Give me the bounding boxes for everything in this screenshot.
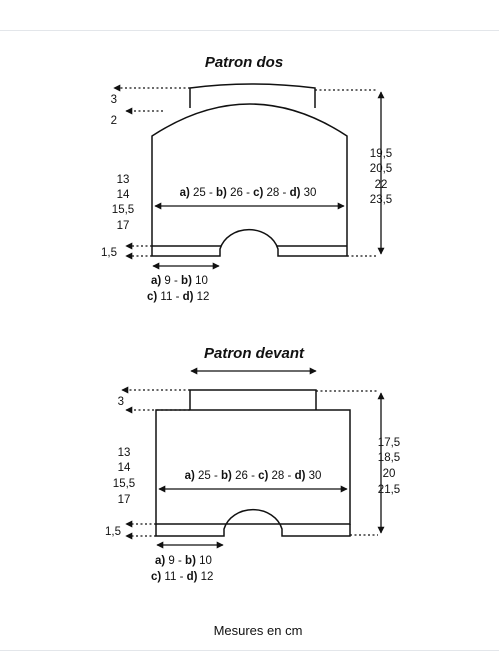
front-rib-label: 1,5 <box>105 526 121 538</box>
back-rib-label: 1,5 <box>101 247 117 259</box>
front-piece-outline <box>155 389 351 537</box>
back-piece-outline <box>151 83 348 257</box>
back-width-label: a) 25 - b) 26 - c) 28 - d) 30 <box>180 187 317 199</box>
front-side-value-a: 13 <box>118 447 131 459</box>
front-title: Patron devant <box>204 345 305 362</box>
back-dimension-lines <box>113 84 385 270</box>
back-band-size-line-1: a) 9 - b) 10 <box>151 275 208 287</box>
bottom-divider <box>0 650 499 651</box>
back-neck-height-label: 3 <box>111 94 117 106</box>
front-dimension-lines <box>121 367 385 549</box>
front-height-value-d: 21,5 <box>378 484 400 496</box>
back-title: Patron dos <box>205 54 283 71</box>
top-divider <box>0 30 499 31</box>
back-height-value-b: 20,5 <box>370 163 392 175</box>
front-side-value-c: 15,5 <box>113 478 135 490</box>
front-side-length-values: 13 14 15,5 17 <box>113 447 135 506</box>
front-side-value-d: 17 <box>118 494 131 506</box>
back-side-value-c: 15,5 <box>112 204 134 216</box>
front-band-size-line-2: c) 11 - d) 12 <box>151 571 213 583</box>
front-height-values: 17,5 18,5 20 21,5 <box>378 437 400 496</box>
back-height-values: 19,5 20,5 22 23,5 <box>370 148 392 206</box>
back-side-value-d: 17 <box>117 220 130 232</box>
front-neck-height-label: 3 <box>118 396 124 408</box>
back-height-value-a: 19,5 <box>370 148 392 160</box>
front-side-value-b: 14 <box>118 462 131 474</box>
front-height-value-b: 18,5 <box>378 452 400 464</box>
back-height-value-c: 22 <box>375 179 388 191</box>
front-width-label: a) 25 - b) 26 - c) 28 - d) 30 <box>185 470 322 482</box>
back-side-value-a: 13 <box>117 174 130 186</box>
front-height-value-a: 17,5 <box>378 437 400 449</box>
front-height-value-c: 20 <box>383 468 396 480</box>
measurement-units-caption: Mesures en cm <box>214 623 303 638</box>
back-height-value-d: 23,5 <box>370 194 392 206</box>
back-band-size-line-2: c) 11 - d) 12 <box>147 291 209 303</box>
back-shoulder-height-label: 2 <box>111 115 117 127</box>
front-band-size-line-1: a) 9 - b) 10 <box>155 555 212 567</box>
back-side-length-values: 13 14 15,5 17 <box>112 174 134 232</box>
back-side-value-b: 14 <box>117 189 130 201</box>
